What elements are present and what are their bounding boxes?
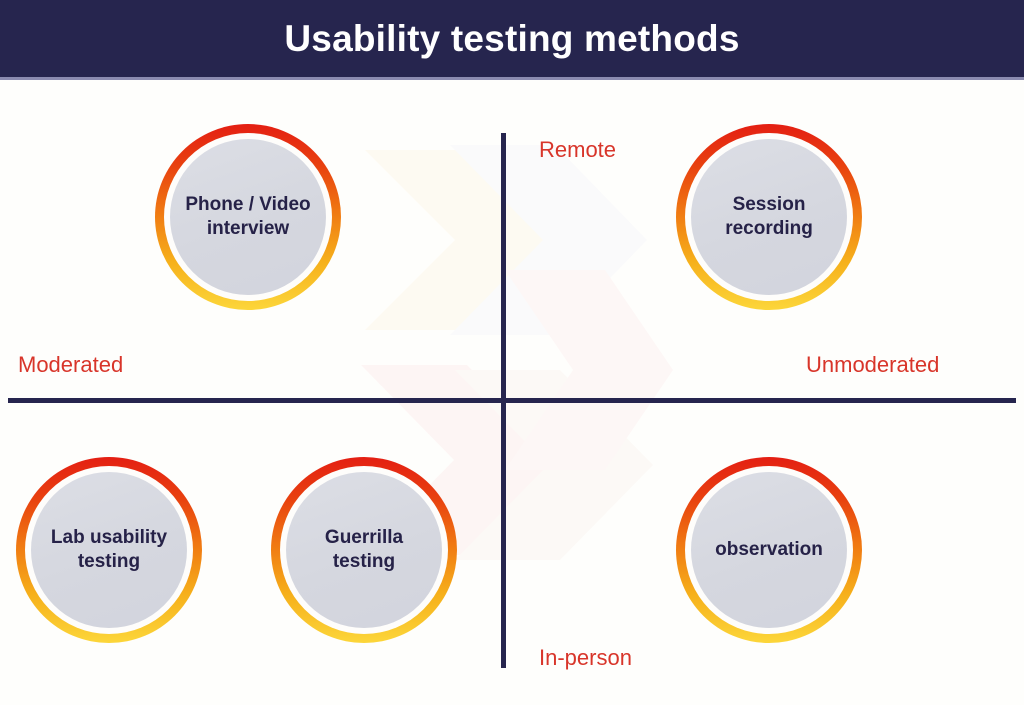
node-lab-usability-testing: Lab usability testing (16, 457, 202, 643)
node-phone-video-interview: Phone / Video interview (155, 124, 341, 310)
vertical-axis-line (501, 133, 506, 668)
node-label: Guerrilla testing (324, 526, 404, 572)
node-ring-gap: Guerrilla testing (280, 466, 448, 634)
node-session-recording: Session recording (676, 124, 862, 310)
node-label: observation (715, 538, 823, 560)
node-label: Session recording (725, 193, 813, 239)
horizontal-axis-line (8, 398, 1016, 403)
node-ring-gap: observation (685, 466, 853, 634)
node-inner-disk: Phone / Video interview (170, 139, 326, 295)
node-inner-disk: observation (691, 472, 847, 628)
node-guerrilla-testing: Guerrilla testing (271, 457, 457, 643)
node-ring-gap: Session recording (685, 133, 853, 301)
node-label: Phone / Video interview (185, 193, 311, 239)
node-inner-disk: Session recording (691, 139, 847, 295)
node-label: Lab usability testing (50, 526, 168, 572)
node-ring-gap: Phone / Video interview (164, 133, 332, 301)
node-inner-disk: Lab usability testing (31, 472, 187, 628)
node-observation: observation (676, 457, 862, 643)
axis-label-moderated: Moderated (18, 352, 124, 377)
page-title: Usability testing methods (284, 18, 740, 59)
node-inner-disk: Guerrilla testing (286, 472, 442, 628)
header-bar: Usability testing methods (0, 0, 1024, 77)
header-underline-divider (0, 77, 1024, 80)
axis-label-in-person: In-person (539, 645, 632, 670)
axis-label-unmoderated: Unmoderated (806, 352, 940, 377)
axis-label-remote: Remote (539, 137, 617, 162)
node-ring-gap: Lab usability testing (25, 466, 193, 634)
